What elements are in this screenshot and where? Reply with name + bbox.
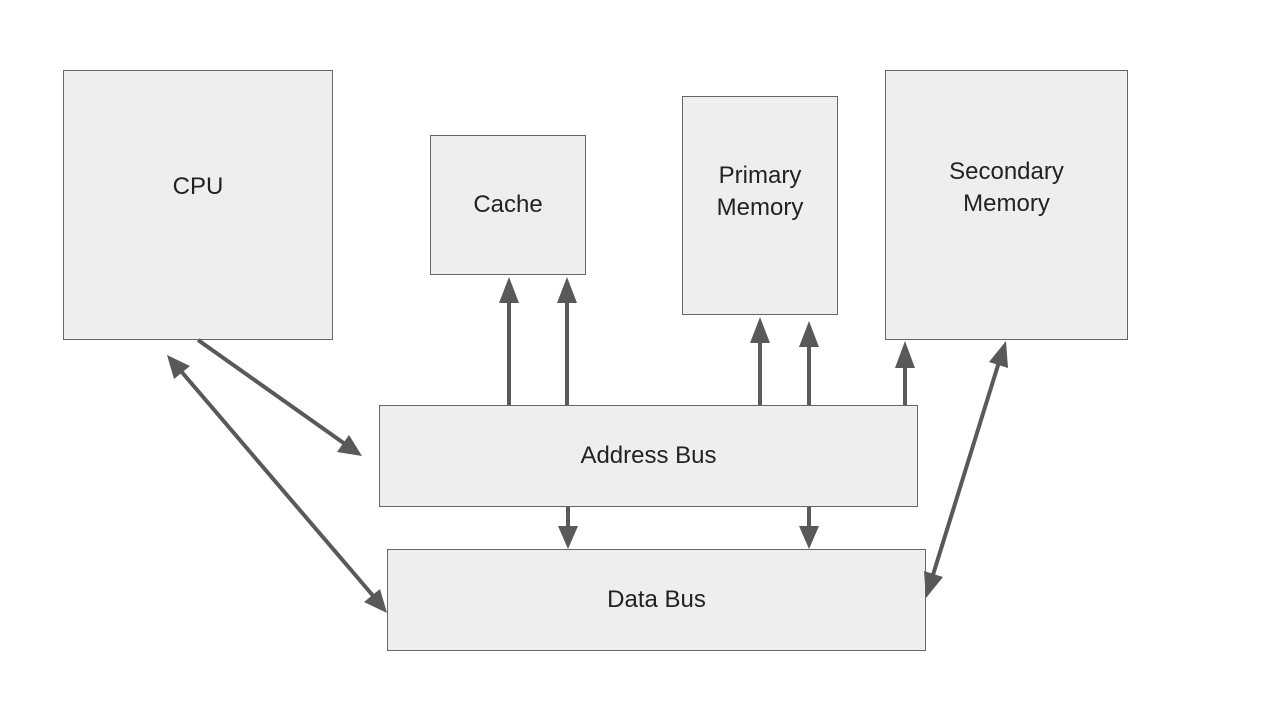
address-bus-box: Address Bus (379, 405, 918, 507)
arrow-address-bus-to-primary-memory-2 (799, 321, 819, 405)
data-bus-box: Data Bus (387, 549, 926, 651)
primary-memory-box: Primary Memory (682, 96, 838, 315)
arrow-secondary-memory-data-bus-bidirectional (924, 341, 1008, 598)
primary-memory-label: Primary Memory (716, 161, 804, 221)
arrow-cpu-data-bus-bidirectional (167, 355, 387, 613)
secondary-memory-box: Secondary Memory (885, 70, 1128, 340)
cpu-box: CPU (63, 70, 333, 340)
arrow-address-bus-to-cache-1 (499, 277, 519, 405)
arrow-cpu-to-address-bus (196, 338, 362, 456)
cache-label: Cache (473, 191, 543, 218)
address-bus-label: Address Bus (580, 442, 717, 469)
arrow-address-bus-to-primary-memory-1 (750, 317, 770, 405)
arrow-address-bus-to-data-bus-1 (558, 507, 578, 549)
data-bus-label: Data Bus (607, 586, 706, 613)
cache-box: Cache (430, 135, 586, 275)
arrow-address-bus-to-cache-2 (557, 277, 577, 405)
arrow-address-bus-to-secondary-memory (895, 341, 915, 405)
cpu-label: CPU (172, 173, 224, 200)
arrow-address-bus-to-data-bus-2 (799, 507, 819, 549)
secondary-memory-label: Secondary Memory (949, 158, 1064, 217)
